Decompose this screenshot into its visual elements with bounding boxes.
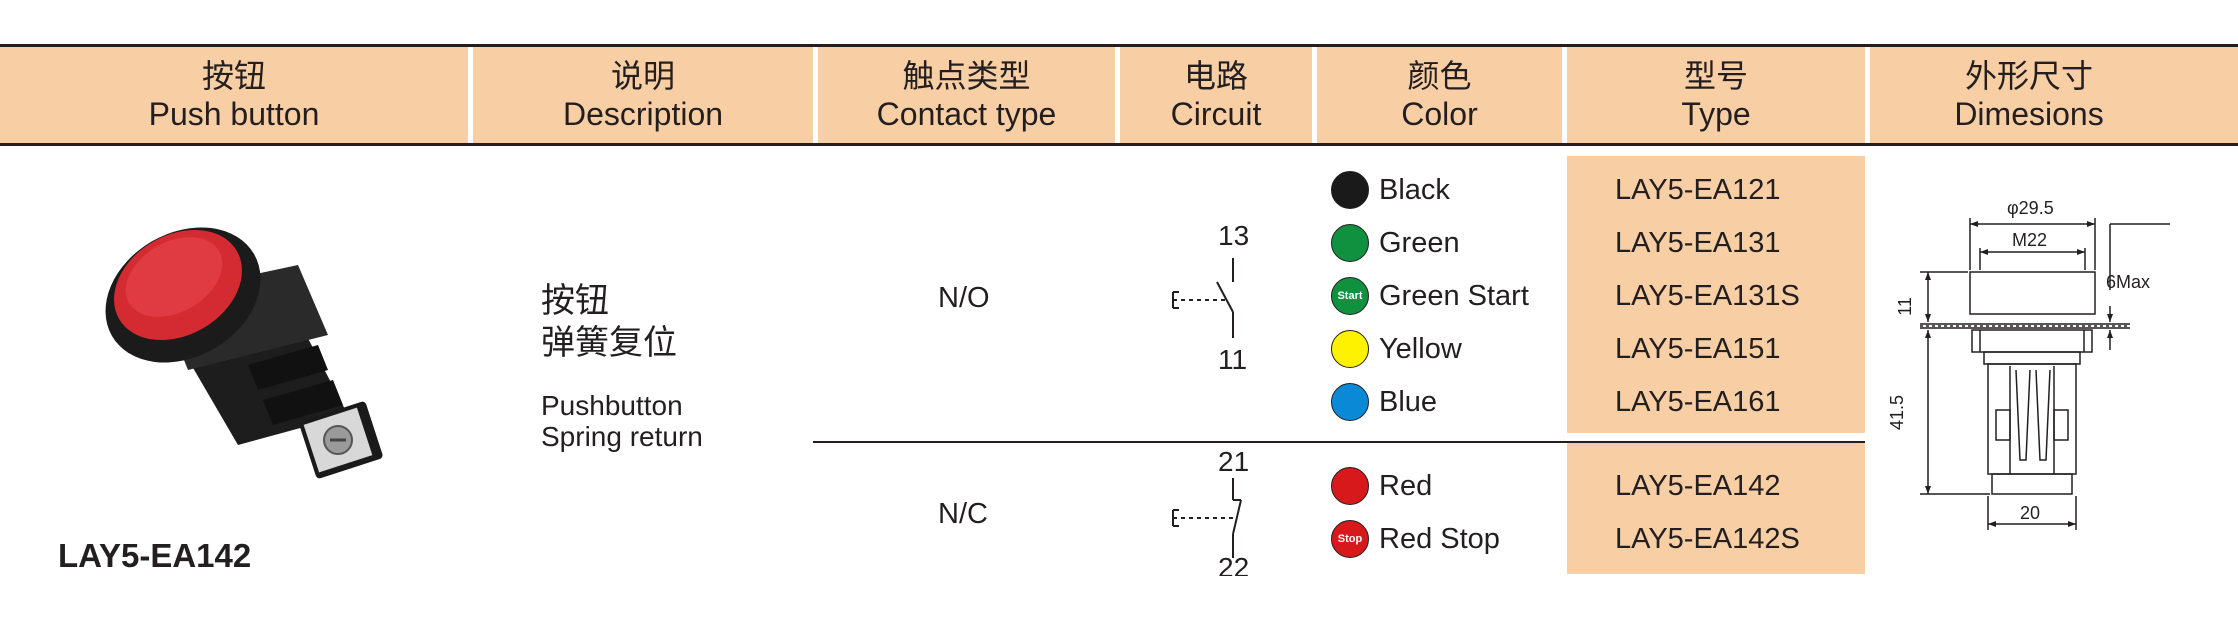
dim-max-panel: 6Max (2106, 272, 2151, 292)
nc-terminal-top: 21 (1218, 446, 1250, 477)
type-lay5-ea142: LAY5-EA142 (1615, 470, 1781, 502)
color-row-red: Red (1331, 466, 1432, 506)
normally-open-contact-symbol (1172, 258, 1234, 338)
header-zh: 说明 (610, 58, 675, 94)
header-zh: 按钮 (201, 58, 266, 94)
color-label: Red Stop (1379, 522, 1500, 555)
color-row-green-start: Start Green Start (1331, 276, 1529, 316)
green-start-badge-icon: Start (1331, 277, 1369, 315)
header-separator (813, 47, 818, 143)
dim-head-height: 11 (1894, 297, 1915, 316)
table-top-border (0, 44, 2238, 47)
header-description: 说明 Description (473, 47, 813, 143)
type-lay5-ea151: LAY5-EA151 (1615, 333, 1781, 365)
color-label: Yellow (1379, 332, 1462, 365)
type-lay5-ea131: LAY5-EA131 (1615, 227, 1781, 259)
dim-body-width: 20 (2020, 503, 2041, 523)
header-zh: 颜色 (1407, 58, 1472, 94)
header-en: Type (1681, 96, 1751, 132)
color-label: Green Start (1379, 279, 1529, 312)
header-circuit: 电路 Circuit (1120, 47, 1312, 143)
type-lay5-ea161: LAY5-EA161 (1615, 386, 1781, 418)
description-zh-line2: 弹簧复位 (541, 324, 677, 362)
badge-text: Stop (1337, 533, 1363, 545)
dim-diameter: φ29.5 (2007, 198, 2054, 218)
color-label: Black (1379, 173, 1450, 206)
push-button-product-image (105, 227, 383, 479)
color-row-yellow: Yellow (1331, 329, 1462, 369)
header-separator (1562, 47, 1567, 143)
description-en-line1: Pushbutton (541, 390, 683, 421)
header-en: Contact type (876, 96, 1057, 132)
type-lay5-ea121: LAY5-EA121 (1615, 174, 1781, 206)
type-highlight-no (1567, 156, 1865, 433)
header-zh: 外形尺寸 (1964, 58, 2093, 94)
yellow-color-dot-icon (1331, 330, 1369, 368)
dimension-drawing (1920, 218, 2170, 530)
header-separator (1865, 47, 1870, 143)
header-type: 型号 Type (1567, 47, 1865, 143)
header-bottom-border (0, 143, 2238, 146)
header-separator (1115, 47, 1120, 143)
color-row-blue: Blue (1331, 382, 1437, 422)
blue-color-dot-icon (1331, 383, 1369, 421)
type-lay5-ea131s: LAY5-EA131S (1615, 280, 1800, 312)
product-model-label: LAY5-EA142 (58, 537, 252, 574)
red-color-dot-icon (1331, 467, 1369, 505)
header-en: Circuit (1170, 96, 1262, 132)
section-divider (813, 441, 1865, 443)
black-color-dot-icon (1331, 171, 1369, 209)
type-highlight-nc (1567, 443, 1865, 574)
type-lay5-ea142s: LAY5-EA142S (1615, 523, 1800, 555)
description-en-line2: Spring return (541, 421, 703, 452)
normally-closed-contact-symbol (1172, 478, 1242, 558)
header-zh: 触点类型 (902, 58, 1031, 94)
dim-thread: M22 (2012, 230, 2048, 250)
header-dimensions: 外形尺寸 Dimesions (1870, 47, 2188, 143)
color-label: Blue (1379, 385, 1438, 418)
green-color-dot-icon (1331, 224, 1369, 262)
header-zh: 电路 (1183, 58, 1248, 94)
header-separator (1312, 47, 1317, 143)
contact-type-no: N/O (938, 282, 990, 314)
color-row-red-stop: Stop Red Stop (1331, 519, 1500, 559)
header-en: Dimesions (1954, 96, 2104, 132)
badge-text: Start (1337, 290, 1363, 302)
color-row-green: Green (1331, 223, 1460, 263)
header-contact-type: 触点类型 Contact type (818, 47, 1115, 143)
description-zh-line1: 按钮 (541, 282, 609, 320)
color-label: Red (1379, 469, 1433, 502)
header-color: 颜色 Color (1317, 47, 1562, 143)
color-label: Green (1379, 226, 1460, 259)
header-en: Description (562, 96, 724, 132)
header-separator (468, 47, 473, 143)
no-terminal-bottom: 11 (1218, 344, 1248, 375)
header-en: Push button (148, 96, 320, 132)
header-zh: 型号 (1683, 58, 1748, 94)
no-terminal-top: 13 (1218, 220, 1250, 251)
contact-type-nc: N/C (938, 498, 988, 530)
red-stop-badge-icon: Stop (1331, 520, 1369, 558)
header-push-button: 按钮 Push button (0, 47, 468, 143)
color-row-black: Black (1331, 170, 1450, 210)
header-en: Color (1401, 96, 1478, 132)
dim-body-height: 41.5 (1887, 394, 1908, 431)
